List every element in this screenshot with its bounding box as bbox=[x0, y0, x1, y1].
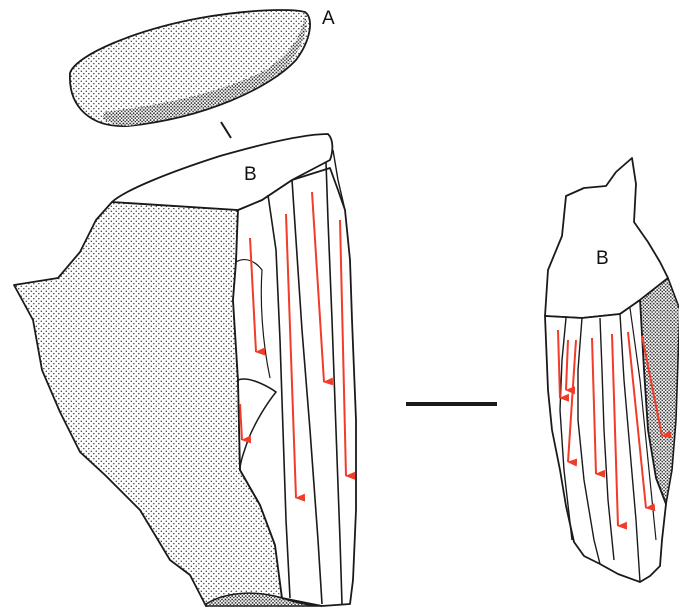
refit-dash bbox=[221, 122, 231, 138]
label-b-small: B bbox=[596, 248, 609, 269]
label-a: A bbox=[322, 8, 335, 29]
main-core bbox=[14, 134, 356, 606]
small-core bbox=[545, 158, 679, 582]
cortex-piece-a bbox=[70, 10, 310, 126]
label-b-main: B bbox=[244, 164, 257, 185]
